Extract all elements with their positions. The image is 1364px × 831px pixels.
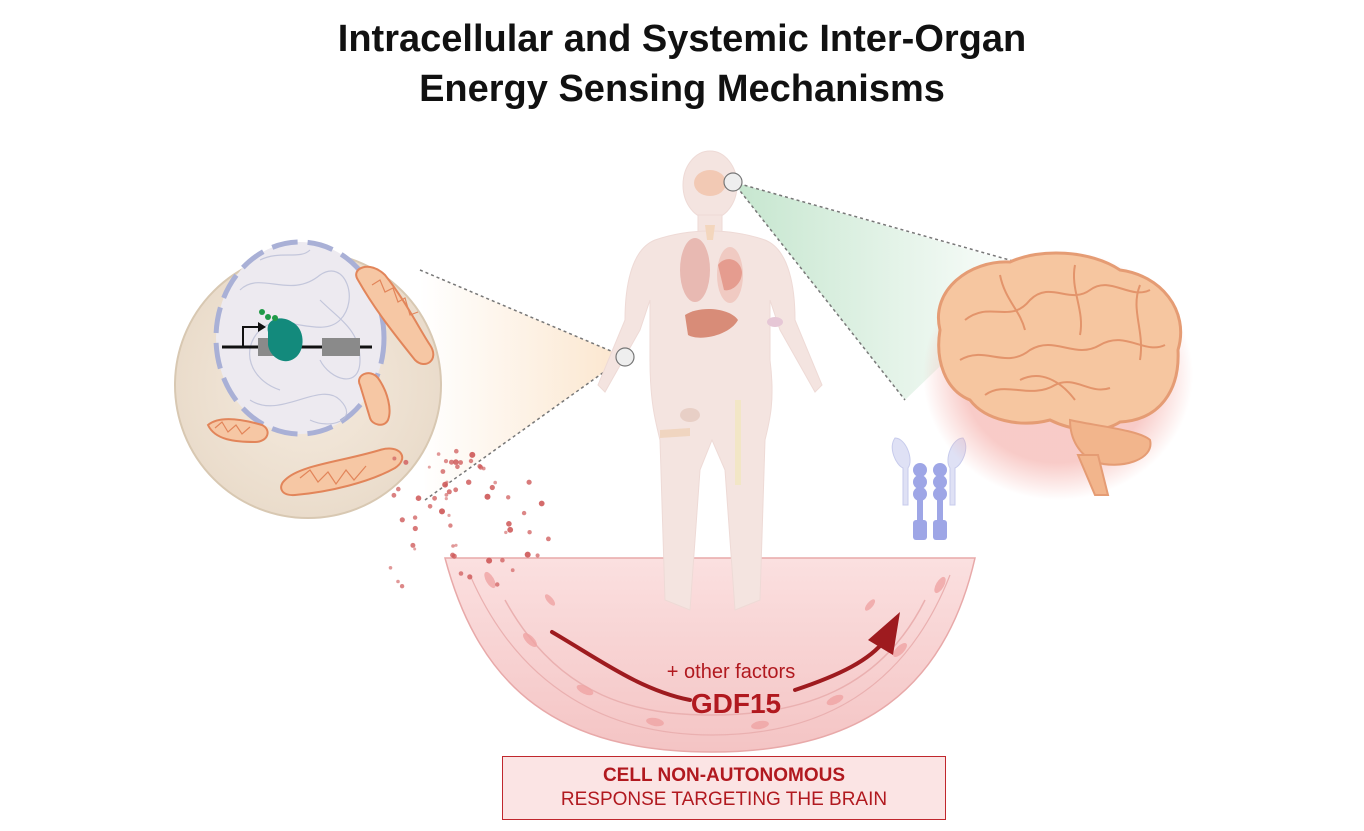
factor-dot — [450, 552, 456, 558]
factor-dot — [453, 487, 459, 493]
factor-dot — [484, 493, 491, 500]
zoom-cone-brain — [733, 182, 1040, 400]
title-line-1: Intracellular and Systemic Inter-Organ — [337, 18, 1027, 60]
factor-dot — [489, 484, 495, 491]
factor-dot — [442, 481, 448, 488]
factor-dot — [469, 451, 476, 458]
zoom-line-lower — [424, 356, 626, 501]
factor-dot — [447, 513, 451, 518]
factor-dot — [396, 486, 401, 492]
response-line-1: CELL NON-AUTONOMOUS — [602, 765, 846, 786]
factor-dot — [448, 523, 453, 528]
zoom-line-brain-upper — [732, 181, 1046, 271]
factor-dot — [506, 495, 511, 500]
figure-title: Intracellular and Systemic Inter-Organ E… — [0, 14, 1364, 114]
factor-dot — [458, 571, 464, 576]
zoom-point-tissue — [615, 347, 635, 367]
factor-dot — [427, 504, 433, 509]
mitochondrion-icon — [206, 265, 435, 497]
factor-dot — [413, 547, 417, 551]
factor-dot — [443, 459, 449, 464]
response-box: CELL NON-AUTONOMOUS RESPONSE TARGETING T… — [502, 756, 946, 820]
factor-dot — [458, 460, 463, 465]
title-line-2: Energy Sensing Mechanisms — [419, 68, 945, 110]
factor-dot — [526, 479, 532, 485]
factor-dot — [399, 584, 405, 589]
factor-dot — [444, 497, 448, 501]
factor-dot — [444, 493, 449, 497]
factor-dot — [507, 526, 514, 533]
factor-dot — [432, 495, 437, 501]
factor-dot — [538, 500, 545, 507]
factor-dot — [440, 469, 446, 474]
gdf15-label: GDF15 — [691, 688, 781, 719]
factor-dot — [455, 464, 460, 470]
factor-dot — [468, 458, 474, 464]
cell-closeup — [174, 239, 442, 519]
factor-dot — [478, 464, 484, 470]
factor-dot — [504, 530, 508, 535]
response-line-2: RESPONSE TARGETING THE BRAIN — [560, 789, 888, 810]
cell-nucleus-icon — [213, 239, 387, 437]
other-factors-label: + other factors — [667, 661, 795, 683]
factor-dot — [495, 582, 500, 587]
factor-dot — [451, 544, 455, 548]
blood-vessel-icon — [444, 557, 976, 753]
factor-dot — [391, 492, 397, 498]
factor-dot — [449, 459, 454, 465]
factor-dot — [454, 448, 459, 454]
factor-dot — [412, 515, 418, 520]
zoom-line-brain-lower — [732, 181, 906, 401]
factor-dot — [403, 459, 409, 465]
factor-dot — [510, 568, 515, 573]
factor-dot — [396, 579, 400, 584]
factor-dot — [486, 557, 493, 564]
factor-dot — [535, 553, 540, 558]
factor-dot — [493, 480, 498, 485]
zoom-cone-cell — [420, 270, 625, 500]
factor-dot — [506, 521, 512, 527]
factor-dot — [427, 465, 431, 469]
factor-dot — [439, 508, 445, 515]
factor-dot — [399, 517, 405, 523]
factor-dot — [546, 536, 551, 542]
factor-dot — [436, 452, 441, 456]
zoom-point-brain — [723, 172, 743, 192]
factor-dot — [527, 530, 532, 535]
organs-icon — [660, 170, 783, 485]
factor-dot — [412, 525, 418, 532]
factor-dot — [415, 495, 422, 502]
factor-dot — [467, 574, 473, 580]
factor-dot — [521, 510, 527, 516]
factor-dot — [453, 459, 459, 465]
zoom-line-upper — [419, 269, 626, 358]
factor-dot — [388, 566, 393, 570]
secreted-factors — [388, 448, 551, 589]
factor-dot — [410, 542, 416, 548]
factor-dot — [446, 489, 452, 495]
factor-dot — [500, 557, 505, 563]
arrow-icon — [550, 612, 900, 702]
factor-dot — [454, 543, 458, 547]
brain-icon — [923, 250, 1193, 500]
factor-dot — [524, 551, 531, 558]
factor-dot — [392, 456, 397, 461]
factor-dot — [466, 479, 472, 485]
